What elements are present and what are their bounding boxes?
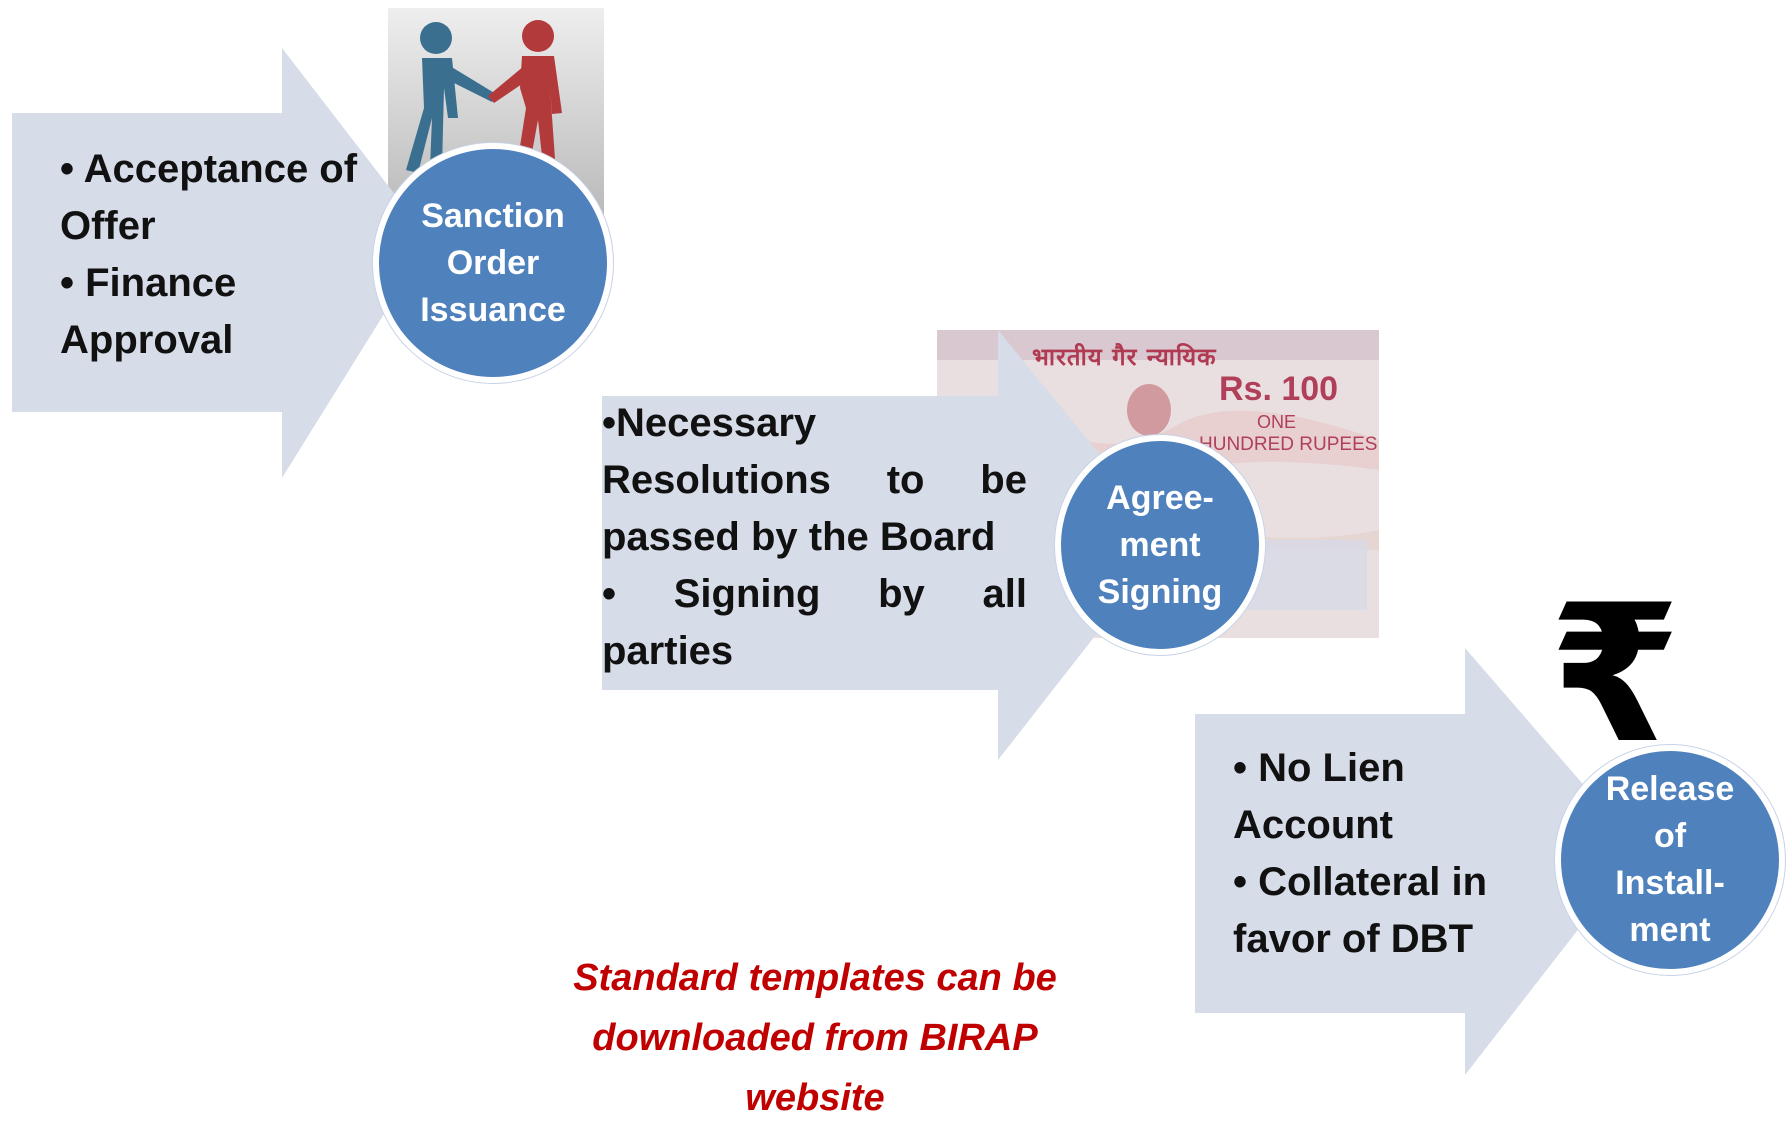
bullet-item: •Necessary Resolutions to be passed by t… [602,401,1027,559]
bullet-item: • Collateral in favor of DBT [1233,860,1488,961]
step-1-bullets: • Acceptance of Offer • Finance Approval [60,141,380,369]
bullet-item: • Acceptance of Offer [60,147,358,248]
templates-note: Standard templates can be downloaded fro… [573,957,1057,1119]
step-circle-sanction: Sanction Order Issuance [373,143,613,383]
bullet-item: • Finance Approval [60,261,237,362]
stamp-amount: Rs. 100 [1219,370,1339,408]
step-circle-agreement: Agree- ment Signing [1055,435,1265,655]
step-3-bullets: • No Lien Account • Collateral in favor … [1233,740,1523,968]
stamp-line-two: HUNDRED RUPEES [1199,434,1378,455]
step-2-bullets: •Necessary Resolutions to be passed by t… [602,395,1027,680]
stamp-line-one: ONE [1257,412,1297,432]
step-circle-release: Release of Install- ment [1555,745,1785,975]
bullet-item: • Signing by all parties [602,572,1027,673]
rupee-symbol-icon: ₹ [1548,564,1682,785]
bullet-item: • No Lien Account [1233,746,1405,847]
stamp-hindi-heading: भारतीय गैर न्यायिक [1032,343,1217,371]
